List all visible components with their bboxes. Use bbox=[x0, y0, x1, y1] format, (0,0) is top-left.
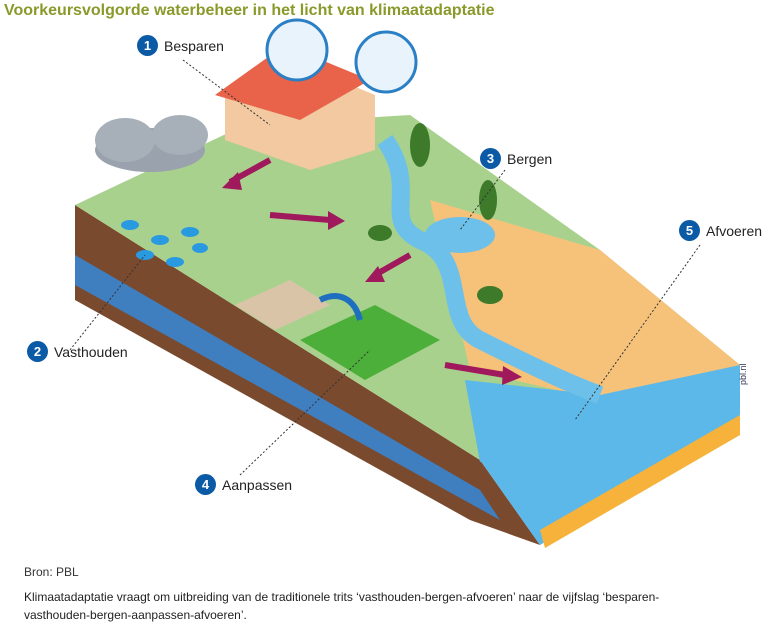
ploughed-field bbox=[235, 280, 330, 330]
leader-lines bbox=[69, 59, 701, 476]
roof bbox=[215, 45, 370, 120]
tree bbox=[479, 180, 497, 220]
arrow-heads bbox=[222, 172, 522, 385]
rain-puddles bbox=[121, 220, 208, 267]
step-number-badge: 4 bbox=[195, 474, 216, 495]
bush bbox=[368, 225, 392, 241]
step-label: Aanpassen bbox=[222, 476, 293, 493]
step-bergen: 3 Bergen bbox=[480, 148, 552, 169]
detail-circle-sink bbox=[354, 30, 418, 94]
watermark: pbl.nl bbox=[738, 363, 748, 385]
retention-pond bbox=[425, 217, 495, 253]
sea-face bbox=[480, 365, 740, 545]
source-note: Bron: PBL bbox=[24, 565, 79, 579]
green-field bbox=[300, 305, 440, 380]
step-aanpassen: 4 Aanpassen bbox=[195, 474, 292, 495]
detail-circle-shower bbox=[265, 18, 329, 82]
blue-flow-arrow bbox=[318, 293, 363, 321]
step-number-badge: 5 bbox=[679, 220, 700, 241]
bush bbox=[477, 286, 503, 304]
step-label: Afvoeren bbox=[706, 222, 763, 239]
step-vasthouden: 2 Vasthouden bbox=[27, 341, 128, 362]
river bbox=[377, 134, 604, 404]
tree bbox=[410, 123, 430, 167]
step-label: Besparen bbox=[164, 37, 224, 54]
step-number-badge: 2 bbox=[27, 341, 48, 362]
rain-cloud bbox=[95, 115, 208, 172]
step-label: Bergen bbox=[507, 150, 553, 167]
flow-arrows bbox=[228, 157, 506, 378]
caption: Klimaatadaptatie vraagt om uitbreiding v… bbox=[24, 590, 660, 622]
sand-face bbox=[540, 415, 740, 548]
page-title: Voorkeursvolgorde waterbeheer in het lic… bbox=[4, 2, 495, 19]
step-number-badge: 1 bbox=[137, 35, 158, 56]
step-number-badge: 3 bbox=[480, 148, 501, 169]
groundwater-layer bbox=[75, 255, 500, 520]
step-label: Vasthouden bbox=[54, 343, 128, 360]
sea bbox=[465, 365, 740, 462]
step-afvoeren: 5 Afvoeren bbox=[679, 220, 762, 241]
step-besparen: 1 Besparen bbox=[137, 35, 224, 56]
